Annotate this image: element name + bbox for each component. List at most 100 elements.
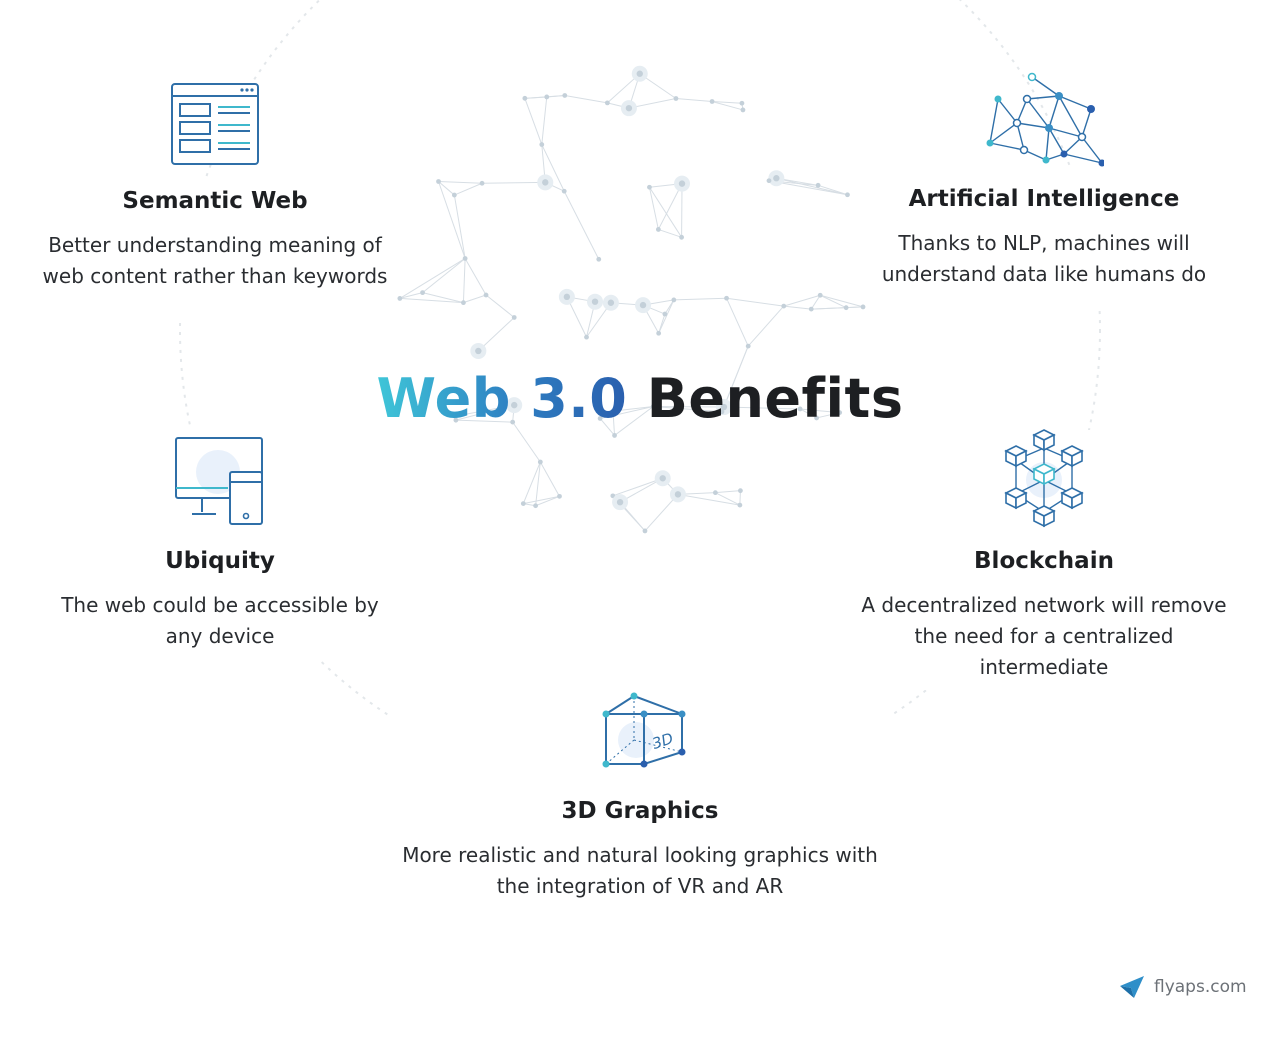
network-node [604,100,610,106]
network-link [811,306,864,310]
paper-plane-icon [1120,976,1144,998]
network-node [612,433,617,438]
network-node [724,295,729,301]
network-link [653,405,722,413]
network-node [591,298,599,305]
cube-right-face [1015,449,1027,468]
network-link [464,258,487,296]
network-link [677,493,740,506]
network-link [422,292,464,304]
network-node [817,292,823,298]
network-node [475,347,482,355]
network-link [541,144,565,192]
network-node [451,192,457,198]
network-link [454,182,483,196]
cube-right-face [1015,491,1027,510]
network-node [561,188,567,194]
network-link [599,410,614,419]
browser-window-icon [171,83,259,165]
network-node [522,95,528,101]
network-node [659,475,666,482]
network-link [614,406,654,436]
network-node [655,227,661,232]
benefit-title: Semantic Web [122,188,308,214]
network-node [739,100,745,106]
network-link [817,184,848,196]
network-link [485,294,515,318]
network-link [712,100,742,104]
network-node [845,192,850,198]
network-node [563,293,571,301]
network-node [656,330,662,336]
network-node [814,415,819,421]
network-node [737,502,743,508]
network-link [658,299,675,334]
network-node [483,292,489,298]
network-link [512,421,541,463]
network-link [726,298,749,347]
cube-right-face [1043,467,1055,486]
benefit-description: The web could be accessible by any devic… [61,593,379,648]
network-node [452,413,458,419]
network-link [800,408,840,414]
network-node [639,301,647,309]
network-node [607,299,615,306]
network-link [455,419,513,423]
network-node [837,410,843,415]
network-node [479,180,485,186]
network-node [537,459,543,465]
network-node [709,99,715,104]
network-link [715,490,741,494]
network-link [612,477,663,497]
network-node [674,491,682,498]
benefit-artificial-intelligence: Artificial Intelligence Thanks to NLP, m… [854,72,1234,290]
network-node [719,409,725,415]
network-node [520,501,526,507]
benefit-semantic-web: Semantic Web Better understanding meanin… [30,82,400,292]
network-link [612,411,616,436]
network-node [511,315,517,320]
network-link [644,494,679,532]
benefit-description: More realistic and natural looking graph… [402,843,878,898]
network-link [711,101,744,111]
network-node [745,343,751,349]
network-node [712,490,718,496]
network-link [455,404,515,421]
network-link [658,313,666,334]
network-node [642,528,648,534]
network-link [438,181,466,259]
benefit-blockchain: Blockchain A decentralized network will … [856,428,1232,683]
cube-right-face [1071,491,1083,510]
network-node [584,334,589,340]
3d-cube-icon: 3D [602,692,686,768]
network-link [438,181,455,196]
network-node [773,175,780,182]
network-link [776,177,848,196]
network-node [781,303,787,309]
network-link [399,297,464,304]
network-link [524,96,547,99]
page-title: Web 3.0 Benefits [0,364,1280,434]
network-node [616,498,624,506]
network-link [564,94,608,104]
network-node [461,300,466,306]
network-node [650,404,656,409]
network-node [625,104,633,112]
benefit-title: 3D Graphics [561,798,719,824]
network-link [522,461,541,504]
cube-right-face [1071,449,1083,468]
network-link [422,258,466,294]
network-node [557,493,562,499]
benefit-description: Thanks to NLP, machines will understand … [881,231,1207,286]
network-link [563,191,600,260]
network-link [599,418,615,436]
network-node [860,304,866,310]
network-node [662,311,668,317]
benefit-title: Artificial Intelligence [908,186,1180,212]
network-sphere [397,65,866,534]
title-rest: Benefits [646,367,904,430]
network-node [815,182,821,188]
network-link [453,194,466,259]
network-link [673,297,727,301]
network-link [619,477,663,503]
